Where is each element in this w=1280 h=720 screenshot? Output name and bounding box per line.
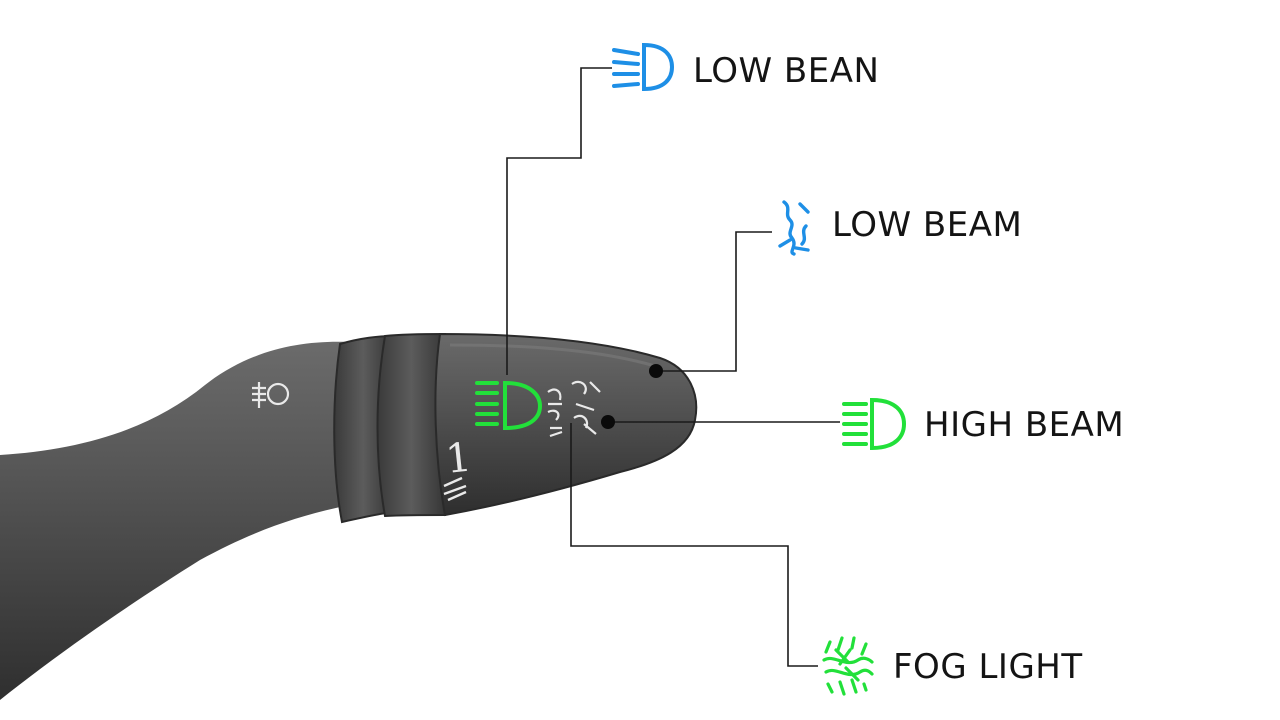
callout-low-bean: LOW BEAN [612,42,879,92]
leader-low-bean [506,67,612,375]
position-mark: 1 [444,435,474,483]
lever-highlight [449,343,656,368]
pointer-dot-low-beam [649,364,663,378]
pointer-dot-high-beam [601,415,615,429]
lever-stem [0,341,350,700]
leader-low-beam [656,231,772,372]
lever-rotary-ring [376,332,446,518]
lever-hatch-symbol [443,476,467,502]
lever-collar-rear [333,334,393,524]
high-beam-headlamp-icon [842,397,907,451]
callout-label-high-beam: HIGH BEAM [924,405,1124,445]
callout-fog-light: FOG LIGHT [822,636,1083,696]
low-beam-headlamp-icon [612,42,675,92]
callout-label-low-bean: LOW BEAN [693,51,879,91]
callout-high-beam: HIGH BEAM [842,397,1124,451]
turn-signal-lever: 1 [0,332,698,700]
leader-lines [506,67,840,667]
lever-tip [434,332,698,517]
fog-light-icon [822,636,874,696]
callout-label-low-beam: LOW BEAM [832,205,1022,245]
stem-fog-symbol [252,382,290,408]
callout-low-beam: LOW BEAM [778,200,1022,256]
leader-fog-light [570,423,818,667]
active-headlamp-icon [475,380,543,431]
callout-label-fog-light: FOG LIGHT [893,647,1083,687]
lever-tip-symbols [547,380,601,438]
low-beam-wave-icon [778,200,810,256]
